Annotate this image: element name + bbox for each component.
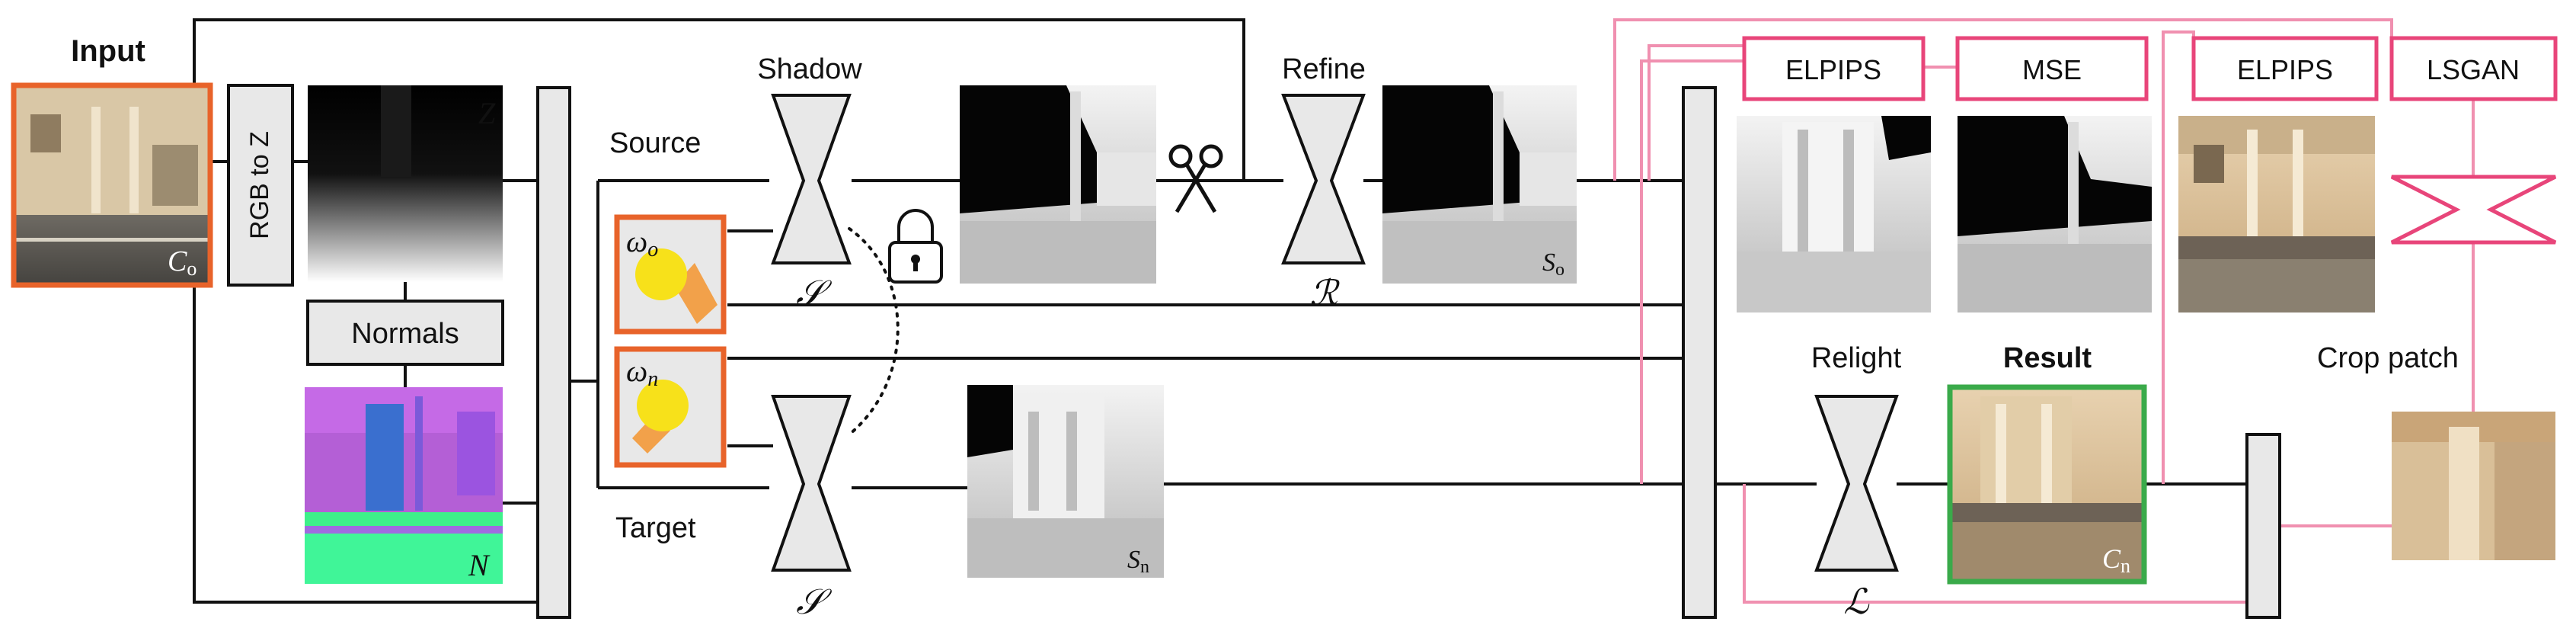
svg-text:ELPIPS: ELPIPS	[2237, 54, 2333, 85]
shared-weights-link	[848, 227, 900, 436]
concat-bar-1	[536, 86, 571, 619]
crop-patch-label: Crop patch	[2317, 342, 2459, 374]
target-label: Target	[615, 512, 696, 544]
input-image	[11, 82, 213, 288]
svg-text:Normals: Normals	[351, 318, 459, 350]
svg-text:LSGAN: LSGAN	[2427, 54, 2520, 85]
relight-net-symbol: ℒ	[1843, 582, 1869, 621]
crop-bar	[2245, 433, 2281, 619]
relight-net	[1814, 395, 1899, 572]
light-n-box	[614, 346, 727, 468]
input-label: Input	[71, 34, 145, 68]
shadow-net-2	[771, 395, 852, 572]
shadow-net-1	[771, 94, 852, 264]
loss-mse: MSE	[1955, 36, 2149, 101]
source-label: Source	[609, 127, 701, 159]
svg-text:MSE: MSE	[2022, 54, 2082, 85]
loss-lsgan: LSGAN	[2389, 36, 2558, 101]
c-n-symbol: Cn	[2102, 543, 2130, 577]
refined-shadow-image	[1382, 85, 1577, 284]
rgb-to-z-block: RGB to Z	[227, 84, 294, 287]
n-symbol: N	[468, 548, 491, 582]
shadow-net-1-symbol: 𝒮	[796, 274, 832, 312]
result-label: Result	[2003, 342, 2092, 374]
crop-patch-image	[2392, 412, 2555, 560]
loss-elpips-2: ELPIPS	[2191, 36, 2379, 101]
discriminator-net	[2390, 175, 2557, 245]
shadow-image-target	[967, 385, 1164, 578]
loss-elpips-1: ELPIPS	[1742, 36, 1926, 101]
svg-text:ELPIPS: ELPIPS	[1785, 54, 1881, 85]
gt-relit-image	[2178, 116, 2375, 312]
s-o-symbol: So	[1542, 248, 1564, 280]
concat-bar-2	[1682, 86, 1717, 619]
scissors-icon	[1168, 144, 1223, 213]
normals-block: Normals	[306, 300, 504, 366]
shadow-label: Shadow	[757, 53, 862, 85]
gt-normal-shading-image	[1737, 116, 1931, 312]
light-o-box	[614, 214, 727, 335]
shadow-net-2-symbol: 𝒮	[796, 582, 832, 621]
omega-n-symbol: ωn	[626, 354, 658, 391]
c-o-symbol: Co	[168, 245, 197, 280]
refine-net	[1281, 94, 1366, 264]
refine-label: Refine	[1282, 53, 1366, 85]
normals-image	[305, 387, 503, 584]
omega-o-symbol: ωo	[626, 224, 658, 261]
svg-text:RGB to Z: RGB to Z	[245, 131, 274, 239]
depth-image	[308, 85, 503, 282]
result-image	[1947, 384, 2147, 585]
s-n-symbol: Sn	[1127, 546, 1149, 577]
z-symbol: Z	[478, 96, 496, 130]
lock-icon	[888, 209, 943, 284]
loss-wires	[1613, 18, 2475, 604]
shadow-image-source	[960, 85, 1156, 284]
gt-shadow-image	[1958, 116, 2152, 312]
refine-net-symbol: ℛ	[1310, 274, 1341, 312]
relight-label: Relight	[1811, 342, 1902, 374]
wires	[193, 18, 2247, 604]
